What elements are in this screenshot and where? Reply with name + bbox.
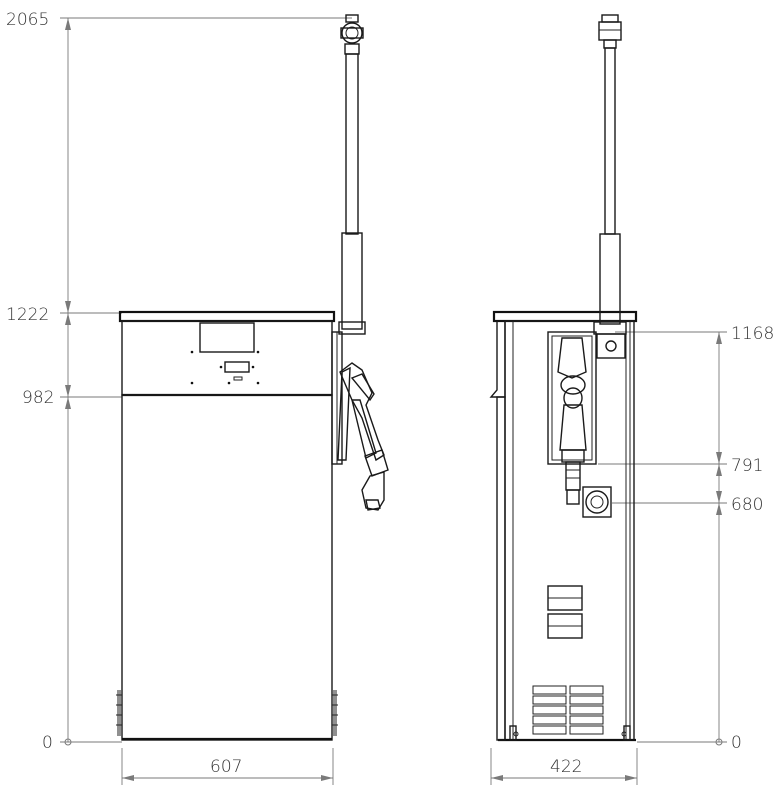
dimension-label-2065: 2065 [6,10,49,30]
dimension-label-side-zero: 0 [731,733,742,753]
side-louvers [532,685,604,735]
dimension-label-680: 680 [731,495,763,515]
dimension-label-1168: 1168 [731,324,774,344]
dimension-label-1222: 1222 [6,305,49,325]
side-horizontal-dimension [490,748,638,785]
side-hose-mast [593,14,627,335]
dimension-label-791: 791 [731,456,763,476]
dimension-label-982: 982 [22,388,54,408]
front-horizontal-dimension [121,748,334,785]
display-screen [199,322,255,353]
front-view [116,14,389,741]
side-round-meter [582,486,612,518]
dimension-label-607: 607 [210,757,242,777]
side-nozzle-holder [547,331,597,505]
dimension-label-front-zero: 0 [42,733,53,753]
side-vertical-dimension [598,331,727,746]
front-vertical-dimension [60,17,352,746]
front-foot-vents [116,690,338,736]
front-hose-mast [338,14,366,335]
front-nozzle [337,362,389,511]
dimension-label-422: 422 [550,757,582,777]
side-view [489,14,638,742]
